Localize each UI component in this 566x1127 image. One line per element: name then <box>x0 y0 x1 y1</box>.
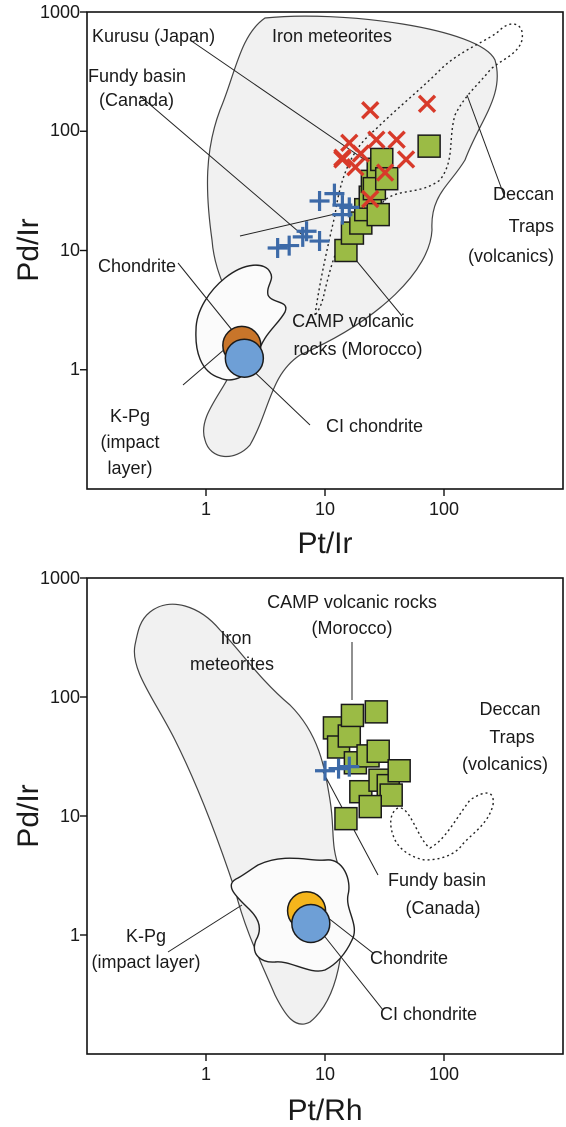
x-tick-label: 1 <box>201 1064 211 1084</box>
label-camp-line2: rocks (Morocco) <box>293 339 422 359</box>
label-fundy-basin-line2: (Canada) <box>99 90 174 110</box>
annotations-top: Kurusu (Japan) Iron meteorites Fundy bas… <box>88 26 554 478</box>
label-deccan: Deccan <box>479 699 540 719</box>
label-deccan-line2: Traps <box>509 216 554 236</box>
kurusu-x-point <box>417 94 437 113</box>
y-tick-labels-bottom: 1000 100 10 1 <box>40 568 80 945</box>
kurusu-x-point <box>361 101 380 120</box>
label-k-pg-line2: (impact <box>100 432 159 452</box>
label-camp: CAMP volcanic <box>292 311 414 331</box>
fundy-plus-point <box>324 183 345 204</box>
camp-square-point <box>374 166 399 191</box>
kurusu-x-point <box>333 150 352 169</box>
y-tick-label: 100 <box>50 120 80 140</box>
kurusu-x-point <box>361 189 380 209</box>
camp-square-point <box>387 759 411 783</box>
fundy-plus-point <box>309 191 330 212</box>
label-k-pg-line2: (impact layer) <box>91 952 200 972</box>
y-tick-label: 1 <box>70 925 80 945</box>
kurusu-x-point <box>367 130 386 149</box>
x-tick-label: 10 <box>315 1064 335 1084</box>
label-kurusu: Kurusu (Japan) <box>92 26 215 46</box>
label-iron: Iron <box>220 628 251 648</box>
fundy-plus-point <box>296 221 317 242</box>
label-iron-meteorites: Iron meteorites <box>272 26 392 46</box>
annotations-bottom: CAMP volcanic rocks (Morocco) Iron meteo… <box>91 592 548 1024</box>
kurusu-x-point <box>396 150 416 169</box>
label-camp-line2: (Morocco) <box>311 618 392 638</box>
field-deccan-traps <box>314 23 524 317</box>
camp-square-point <box>334 806 358 831</box>
x-tick-label: 100 <box>429 1064 459 1084</box>
ci-chondrite-point <box>291 903 331 944</box>
fundy-plus-point <box>267 237 288 258</box>
camp-square-point <box>340 703 365 728</box>
field-deccan-traps <box>390 792 494 861</box>
fundy-plus-point <box>309 231 330 252</box>
camp-square-point <box>364 700 389 724</box>
label-fundy-basin-line2: (Canada) <box>405 898 480 918</box>
camp-square-point <box>366 739 390 764</box>
fundy-plus-point <box>339 756 360 777</box>
camp-square-point <box>417 134 441 158</box>
label-deccan-line2: Traps <box>489 727 534 747</box>
camp-square-point <box>337 724 362 748</box>
x-axis-label-bottom: Pt/Rh <box>287 1094 362 1127</box>
label-deccan-line3: (volcanics) <box>468 246 554 266</box>
kurusu-x-point <box>351 144 371 163</box>
data-marks-top <box>80 11 445 496</box>
camp-square-point <box>366 202 390 227</box>
label-deccan: Deccan <box>493 184 554 204</box>
y-axis-label-top: Pd/Ir <box>12 218 45 281</box>
x-tick-labels-bottom: 1 10 100 <box>201 1064 459 1084</box>
ci-chondrite-point <box>224 338 265 378</box>
y-tick-label: 100 <box>50 687 80 707</box>
fundy-plus-point <box>279 235 300 256</box>
camp-square-point <box>358 794 382 819</box>
field-k-pg-impact-layer <box>195 264 287 381</box>
label-chondrite: Chondrite <box>370 948 448 968</box>
label-camp: CAMP volcanic rocks <box>267 592 437 612</box>
label-fundy-basin: Fundy basin <box>388 870 486 890</box>
label-fundy-basin: Fundy basin <box>88 66 186 86</box>
label-ci-chondrite: CI chondrite <box>380 1004 477 1024</box>
kurusu-x-point <box>375 163 395 182</box>
label-iron-line2: meteorites <box>190 654 274 674</box>
camp-square-point <box>379 783 403 807</box>
label-k-pg: K-Pg <box>126 926 166 946</box>
label-k-pg: K-Pg <box>110 406 150 426</box>
y-tick-label: 1000 <box>40 568 80 588</box>
label-ci-chondrite: CI chondrite <box>326 416 423 436</box>
x-tick-label: 1 <box>201 499 211 519</box>
panel-pd-ir-vs-pt-ir: 1000 100 10 1 1 10 100 Pt/Ir Pd/Ir Kurus… <box>12 2 564 560</box>
label-deccan-line3: (volcanics) <box>462 754 548 774</box>
x-tick-label: 100 <box>429 499 459 519</box>
x-tick-labels-top: 1 10 100 <box>201 499 459 519</box>
label-chondrite: Chondrite <box>98 256 176 276</box>
y-tick-label: 10 <box>60 240 80 260</box>
label-k-pg-line3: layer) <box>107 458 152 478</box>
y-tick-labels-top: 1000 100 10 1 <box>40 2 80 379</box>
y-tick-label: 1 <box>70 359 80 379</box>
panel-pd-ir-vs-pt-rh: 1000 100 10 1 1 10 100 Pt/Rh Pd/Ir CAMP … <box>12 568 564 1127</box>
data-marks-bottom <box>80 577 445 1061</box>
y-tick-label: 1000 <box>40 2 80 22</box>
kurusu-x-point <box>346 157 365 177</box>
x-axis-label-top: Pt/Ir <box>297 527 352 560</box>
x-tick-label: 10 <box>315 499 335 519</box>
fundy-plus-point <box>328 758 349 779</box>
fundy-plus-point <box>332 204 353 225</box>
fundy-plus-point <box>315 760 335 781</box>
y-tick-label: 10 <box>60 806 80 826</box>
kurusu-x-point <box>387 130 406 149</box>
y-axis-label-bottom: Pd/Ir <box>12 784 45 847</box>
